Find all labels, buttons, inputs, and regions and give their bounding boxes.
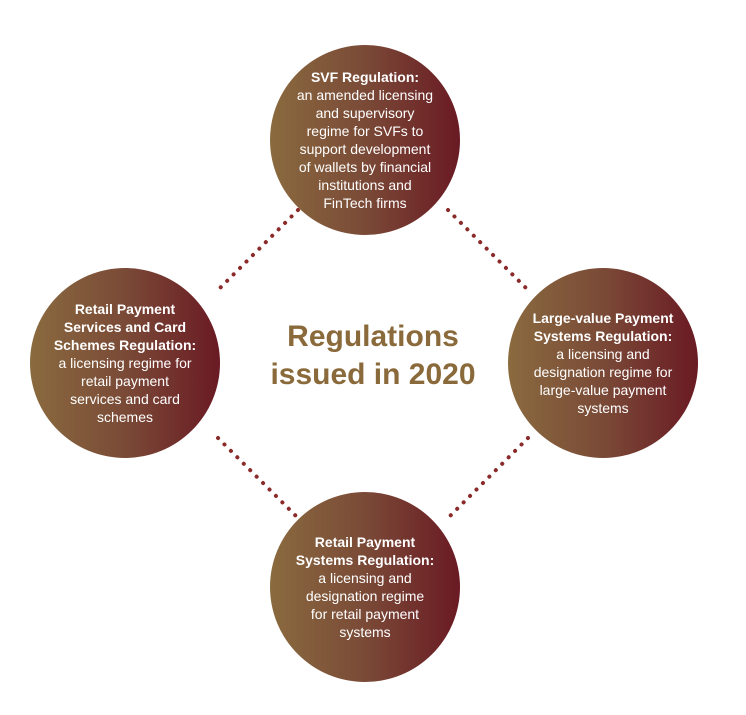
node-left-title: Retail Payment Services and Card Schemes… [54, 300, 196, 354]
node-bottom-title: Retail Payment Systems Regulation: [296, 533, 434, 569]
desc-line: for retail payment [310, 606, 420, 622]
node-top-title: SVF Regulation: [310, 69, 420, 85]
desc-line: designation regime [305, 588, 425, 604]
center-title: Regulations issued in 2020 [248, 318, 498, 394]
desc-line: institutions and [318, 177, 412, 193]
desc-line: retail payment [81, 373, 169, 389]
desc-line: schemes [96, 409, 154, 425]
connector-bottom-left [216, 436, 300, 520]
node-top-desc: an amended licensing and supervisory reg… [297, 86, 433, 212]
node-retail-payment-systems: Retail Payment Systems Regulation: a lic… [270, 492, 460, 682]
center-title-line2: issued in 2020 [270, 358, 476, 391]
node-right-title: Large-value Payment Systems Regulation: [533, 309, 674, 345]
center-title-line1: Regulations [287, 320, 459, 353]
desc-line: a licensing regime for [58, 355, 192, 371]
desc-line: a licensing and [318, 570, 412, 586]
desc-line: services and card [70, 391, 180, 407]
desc-line: systems [339, 624, 391, 640]
title-line: Services and Card [63, 319, 187, 335]
desc-line: large-value payment [539, 382, 667, 398]
title-line: Systems Regulation: [533, 328, 673, 344]
title-line: Retail Payment [314, 534, 416, 550]
title-line: Large-value Payment [532, 310, 674, 326]
connector-bottom-right [446, 436, 530, 520]
connector-top-right [446, 208, 530, 292]
desc-line: and supervisory [315, 105, 415, 121]
desc-line: designation regime for [533, 364, 673, 380]
desc-line: an amended licensing [296, 87, 434, 103]
node-retail-payment-services-card-schemes: Retail Payment Services and Card Schemes… [30, 268, 220, 458]
node-left-desc: a licensing regime for retail payment se… [58, 354, 191, 426]
desc-line: FinTech firms [323, 195, 407, 211]
desc-line: systems [577, 400, 629, 416]
desc-line: a licensing and [556, 346, 650, 362]
node-large-value-payment-systems: Large-value Payment Systems Regulation: … [508, 268, 698, 458]
title-line: Retail Payment [74, 301, 176, 317]
node-svf-regulation: SVF Regulation: an amended licensing and… [270, 45, 460, 235]
title-line: Systems Regulation: [295, 552, 435, 568]
node-right-desc: a licensing and designation regime for l… [534, 345, 673, 417]
desc-line: of wallets by financial [298, 159, 432, 175]
connector-top-left [216, 208, 300, 292]
title-line: Schemes Regulation: [53, 337, 197, 353]
node-bottom-desc: a licensing and designation regime for r… [306, 569, 424, 641]
desc-line: regime for SVFs to [306, 123, 424, 139]
desc-line: support development [299, 141, 431, 157]
